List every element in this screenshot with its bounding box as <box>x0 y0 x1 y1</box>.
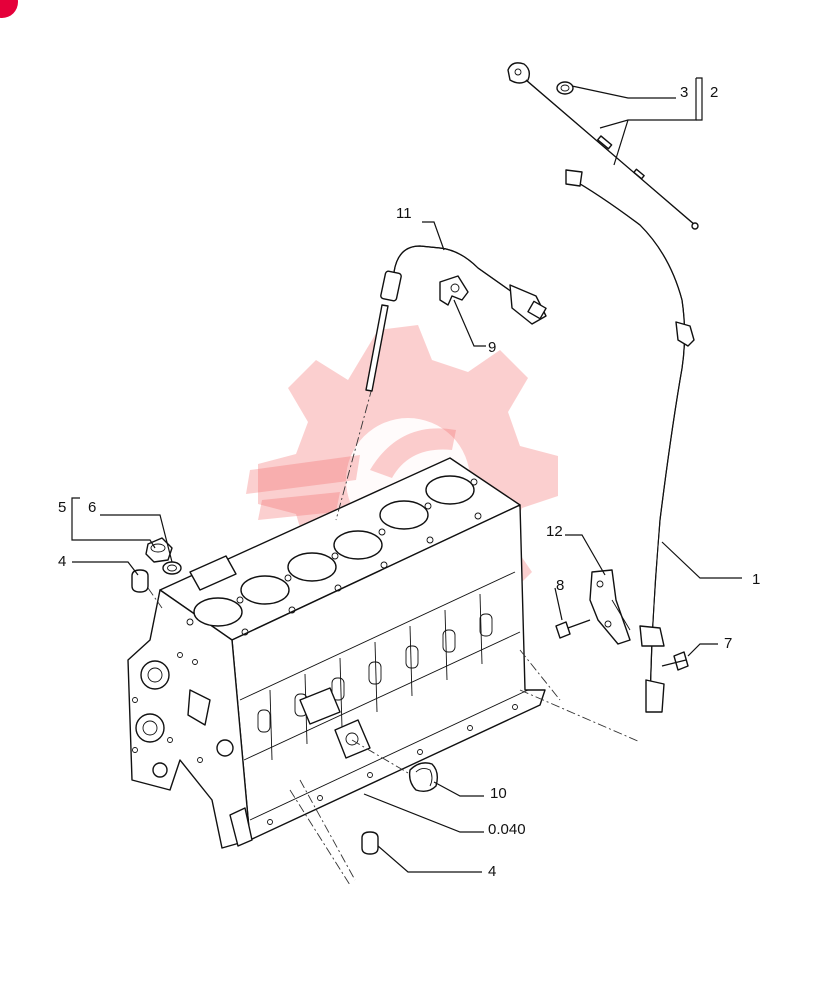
engine-block <box>127 457 546 849</box>
dowel-upper <box>131 569 149 593</box>
bolt-8 <box>555 619 591 639</box>
callout-6: 6 <box>88 499 96 516</box>
dipstick-tube <box>565 169 695 713</box>
callout-8: 8 <box>556 577 564 594</box>
o-ring <box>556 81 574 95</box>
drain-plug <box>145 537 173 563</box>
callout-3: 3 <box>680 84 688 101</box>
callout-0040: 0.040 <box>488 821 526 838</box>
callout-labels: 1 2 3 4 4 5 6 7 8 9 10 11 12 0.040 <box>58 84 760 880</box>
dipstick <box>507 62 699 230</box>
callout-4-lower: 4 <box>488 863 496 880</box>
seal-ring <box>408 762 439 793</box>
cylinder-bores <box>193 475 475 627</box>
callout-10: 10 <box>490 785 507 802</box>
dowel-lower <box>361 831 379 855</box>
assembly-lines <box>147 387 641 886</box>
callout-9: 9 <box>488 339 496 356</box>
callout-12: 12 <box>546 523 563 540</box>
callout-2: 2 <box>710 84 718 101</box>
corner-badge-icon <box>0 0 18 18</box>
callout-5: 5 <box>58 499 66 516</box>
callout-11: 11 <box>396 205 412 222</box>
callout-4-upper: 4 <box>58 553 66 570</box>
tube-bracket <box>589 569 631 645</box>
callout-1: 1 <box>752 571 760 588</box>
oil-level-sensor <box>365 245 547 392</box>
bolt-7 <box>661 651 689 671</box>
sealing-washer <box>162 561 182 575</box>
leader-lines <box>71 77 742 873</box>
callout-7: 7 <box>724 635 732 652</box>
sensor-clip <box>439 275 469 306</box>
